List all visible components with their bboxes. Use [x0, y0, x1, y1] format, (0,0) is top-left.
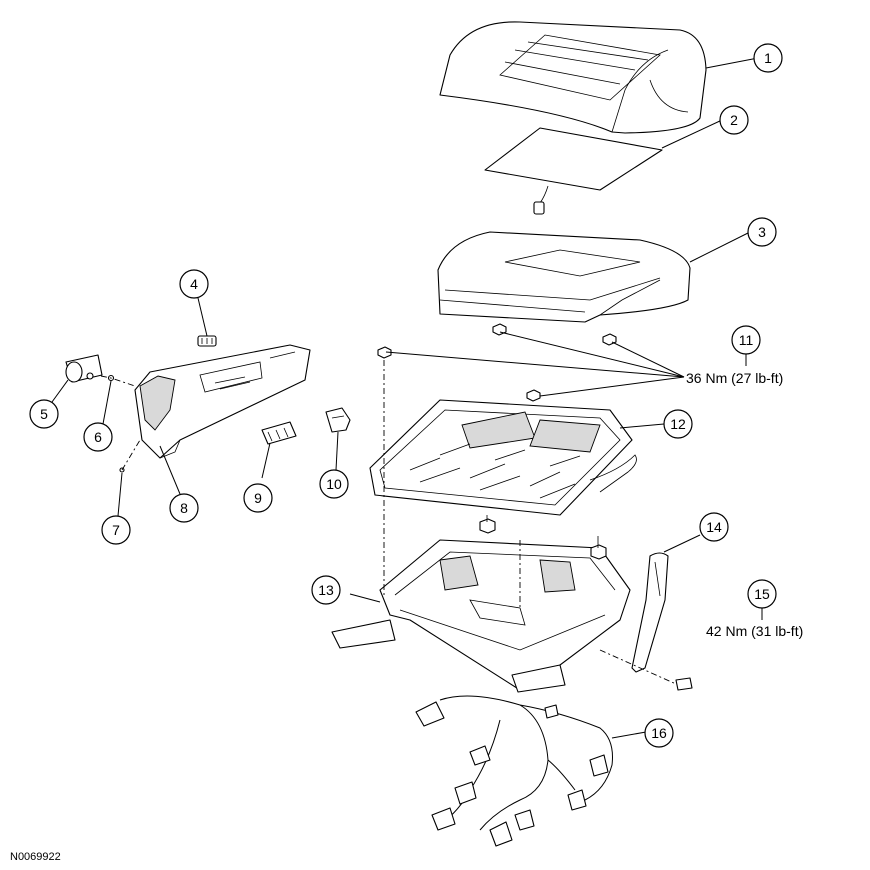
occupant-sensor-mat	[484, 127, 663, 215]
callout-label: 10	[326, 476, 342, 492]
callout-14: 14	[699, 512, 729, 542]
callout-label: 16	[651, 725, 667, 741]
cushion-nuts	[377, 323, 617, 402]
callout-label: 5	[40, 406, 48, 422]
callout-label: 3	[758, 224, 766, 240]
callout-label: 15	[754, 586, 770, 602]
figure-reference: N0069922	[10, 851, 61, 863]
callout-label: 2	[730, 112, 738, 128]
callout-10: 10	[319, 469, 349, 499]
callout-label: 12	[670, 416, 686, 432]
seat-cushion-cover	[439, 21, 707, 134]
callout-label: 4	[190, 276, 198, 292]
switch-bezel	[65, 354, 103, 383]
callout-15: 15	[747, 579, 777, 609]
torque-spec-cushion: 36 Nm (27 lb-ft)	[686, 370, 783, 386]
seat-cushion-frame	[369, 399, 637, 516]
callout-6: 6	[83, 422, 113, 452]
callout-3: 3	[747, 217, 777, 247]
callout-7: 7	[101, 515, 131, 545]
callout-label: 6	[94, 429, 102, 445]
torque-spec-track: 42 Nm (31 lb-ft)	[706, 623, 803, 639]
connector-10	[325, 407, 351, 433]
switch-knob	[197, 335, 217, 347]
callout-label: 7	[112, 522, 120, 538]
seat-cushion-pad	[437, 231, 691, 323]
track-bolt	[675, 677, 693, 691]
seat-track-cover	[631, 552, 669, 673]
callout-5: 5	[29, 399, 59, 429]
wiring-harness	[415, 695, 613, 847]
callout-2: 2	[719, 105, 749, 135]
seat-track-assembly	[331, 515, 631, 693]
callout-11: 11	[731, 325, 761, 355]
power-seat-switch	[261, 421, 297, 445]
callout-1: 1	[753, 43, 783, 73]
callout-label: 13	[318, 582, 334, 598]
seat-side-shield	[134, 344, 311, 459]
assembly-lines	[100, 360, 677, 685]
leader-lines	[51, 57, 763, 739]
callout-12: 12	[663, 409, 693, 439]
callout-label: 11	[739, 332, 754, 348]
callout-label: 9	[254, 490, 262, 506]
callout-label: 8	[180, 500, 188, 516]
callout-13: 13	[311, 575, 341, 605]
callout-8: 8	[169, 493, 199, 523]
callout-label: 14	[706, 519, 722, 535]
callout-label: 1	[764, 50, 772, 66]
callout-9: 9	[243, 483, 273, 513]
callout-4: 4	[179, 269, 209, 299]
callout-16: 16	[644, 718, 674, 748]
